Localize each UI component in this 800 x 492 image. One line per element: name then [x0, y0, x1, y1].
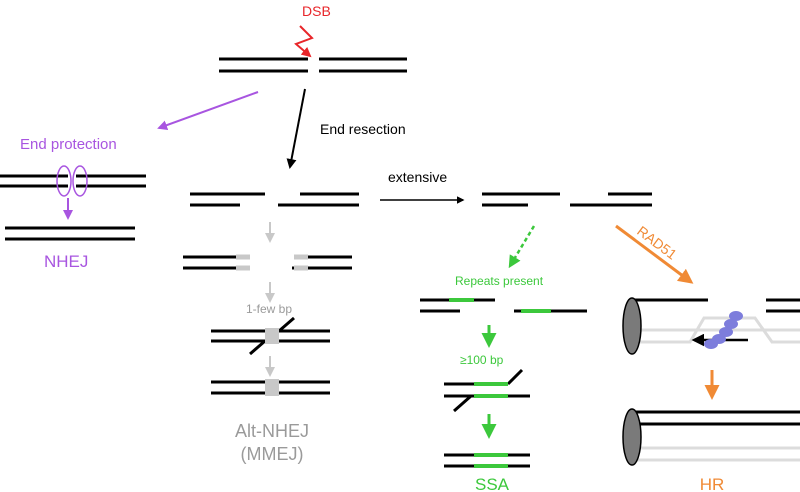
mmej-label: (MMEJ) — [241, 444, 304, 464]
ssa-dotted-arrow — [508, 225, 536, 269]
hr-repaired-dna — [632, 410, 800, 462]
nhej-label: NHEJ — [44, 252, 88, 271]
repeats-present-label: Repeats present — [455, 274, 544, 288]
ssa-annealed-dna — [444, 368, 530, 413]
hr-broken-dna — [632, 298, 800, 313]
end-protection-arrow — [157, 91, 259, 130]
one-few-bp-label: 1-few bp — [246, 302, 292, 316]
resected-dna — [190, 192, 359, 207]
ssa-annealed-repeats — [474, 382, 508, 398]
hr-cylinder-cap-bottom — [622, 408, 642, 466]
nhej-repaired-dna — [5, 226, 135, 241]
ge100bp-label: ≥100 bp — [460, 353, 504, 367]
alt-nhej-step1-dna — [183, 255, 352, 270]
nhej-branch: End protection NHEJ — [0, 136, 146, 271]
alt-nhej-annealed-dna — [211, 316, 330, 356]
hr-branch: RAD51 HR — [615, 223, 800, 492]
dsb-broken-dna — [219, 57, 407, 73]
ssa-step1-dna — [420, 298, 587, 313]
end-resection-label: End resection — [320, 121, 406, 137]
dsb-label: DSB — [302, 3, 331, 19]
hr-cylinder-cap-top — [622, 297, 642, 355]
ssa-repeat-segments — [449, 298, 551, 313]
extensively-resected-dna — [482, 192, 652, 207]
alt-nhej-label: Alt-NHEJ — [235, 421, 309, 441]
hr-label: HR — [700, 475, 725, 492]
alt-nhej-repaired-dna — [211, 380, 330, 395]
alt-nhej-branch: 1-few bp Alt-NHEJ (MMEJ) — [183, 222, 352, 464]
alt-nhej-repaired-patch — [265, 379, 279, 396]
dsb-lightning-arrow — [294, 25, 314, 58]
ssa-label: SSA — [475, 475, 510, 492]
hr-template-duplex — [632, 316, 800, 344]
end-protection-label: End protection — [20, 136, 117, 153]
dsb-section: DSB — [219, 3, 407, 73]
ssa-branch: Repeats present ≥100 bp — [420, 225, 587, 492]
extensive-label: extensive — [388, 169, 447, 185]
ku-ring-right — [72, 165, 88, 197]
rad51-arrow — [615, 224, 694, 284]
alt-nhej-annealed-patch — [265, 328, 279, 344]
rad51-filament — [704, 311, 743, 349]
end-resection-arrow — [286, 88, 306, 169]
ku-ring-left — [56, 165, 72, 197]
microhomology-patches — [236, 254, 308, 271]
ssa-repaired-repeats — [474, 453, 508, 468]
